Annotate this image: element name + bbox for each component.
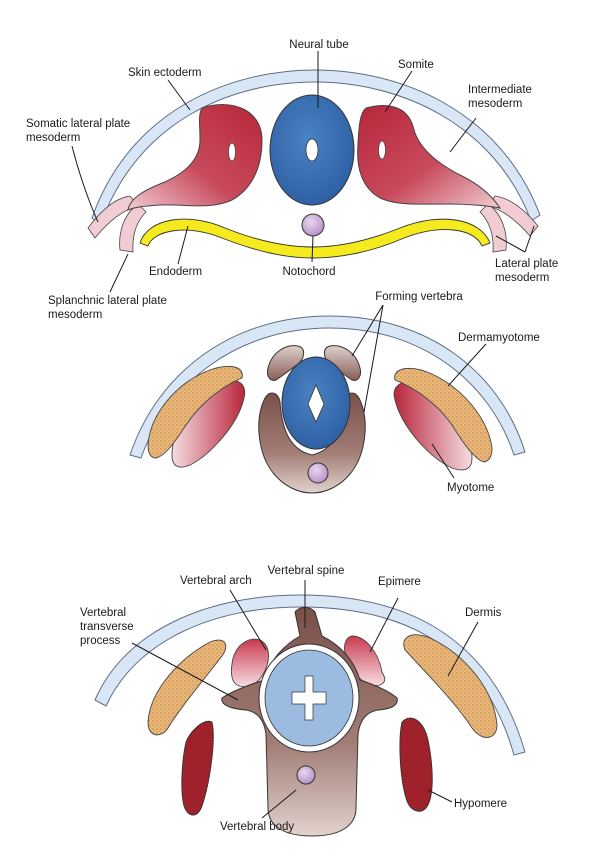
notochord-2 — [307, 462, 329, 484]
label-somatic-lateral-plate-mesoderm: Somatic lateral plate mesoderm — [26, 118, 133, 144]
leader-lateral-plate-a — [495, 235, 526, 253]
label-dermamyotome: Dermamyotome — [458, 332, 540, 344]
somite-left — [127, 104, 263, 211]
label-lateral-plate-mesoderm: Lateral plate mesoderm — [495, 258, 562, 284]
leader-somatic-lateral-plate — [71, 145, 99, 223]
neural-canal — [305, 138, 319, 162]
skin-arc-2 — [129, 315, 526, 459]
sclerotome-lower — [258, 392, 366, 494]
leader-forming-vertebra-b — [363, 304, 384, 413]
label-vertebral-arch: Vertebral arch — [180, 575, 252, 587]
label-somite: Somite — [398, 59, 434, 71]
leader-splanchnic — [109, 253, 129, 293]
notochord-3 — [296, 765, 316, 785]
leader-transverse-process — [131, 642, 239, 701]
leader-forming-vertebra-a — [351, 304, 384, 357]
label-forming-vertebra: Forming vertebra — [375, 291, 463, 303]
neural-canal-2 — [307, 383, 325, 423]
spinal-cord-canal — [291, 675, 327, 721]
dermis-left-2 — [147, 365, 243, 459]
label-vertebral-body: Vertebral body — [220, 821, 294, 833]
splanchnic-lateral-plate-left — [119, 203, 147, 253]
leader-dermis — [447, 621, 479, 677]
leader-hypomere — [427, 789, 453, 803]
label-endoderm: Endoderm — [149, 266, 202, 278]
panel-2-forming-vertebra: Forming vertebra Dermamyotome Myotome — [129, 291, 540, 494]
leader-lateral-plate-b — [524, 225, 535, 253]
leader-myotome — [431, 443, 455, 479]
label-hypomere: Hypomere — [454, 798, 507, 810]
dermis-left-3 — [147, 639, 227, 736]
leader-notochord — [311, 235, 314, 263]
label-intermediate-mesoderm: Intermediate mesoderm — [468, 84, 535, 110]
notochord — [301, 213, 325, 237]
epimere-left — [230, 638, 269, 688]
leader-vertebral-arch — [229, 589, 267, 651]
somite-cavity-left — [228, 142, 236, 162]
label-dermis: Dermis — [465, 607, 502, 619]
endoderm — [139, 218, 491, 259]
label-notochord: Notochord — [282, 266, 335, 278]
dermis-right-2 — [394, 367, 493, 463]
somite-right — [357, 104, 502, 209]
leader-dermamyotome — [447, 343, 487, 387]
leader-epimere — [369, 597, 399, 653]
label-splanchnic-lateral-plate-mesoderm: Splanchnic lateral plate mesoderm — [48, 295, 170, 321]
dermamyotome-left — [147, 365, 246, 468]
leader-vertebral-body — [261, 789, 297, 819]
panel-3-mature-vertebra: Vertebral spine Vertebral arch Epimere D… — [80, 565, 526, 837]
label-neural-tube: Neural tube — [289, 39, 348, 51]
dermis-right-3 — [403, 634, 498, 738]
label-myotome: Myotome — [447, 482, 494, 494]
hypomere-right — [399, 717, 433, 812]
label-vertebral-transverse-process: Vertebral transverse process — [80, 607, 137, 647]
splanchnic-lateral-plate-right — [479, 203, 507, 253]
panel-1-early-embryo: Neural tube Skin ectoderm Somite Interme… — [26, 39, 562, 321]
somite-cavity-right — [378, 140, 386, 160]
leader-somite — [384, 70, 413, 113]
hypomere-left — [181, 720, 214, 816]
leader-intermediate-mesoderm — [449, 117, 477, 153]
skin-arc-3 — [94, 594, 526, 756]
leader-skin-ectoderm — [167, 79, 191, 111]
label-epimere: Epimere — [378, 576, 421, 588]
label-vertebral-spine: Vertebral spine — [268, 565, 345, 577]
dermamyotome-right — [393, 367, 493, 471]
label-skin-ectoderm: Skin ectoderm — [128, 67, 202, 79]
leader-endoderm — [177, 225, 189, 265]
